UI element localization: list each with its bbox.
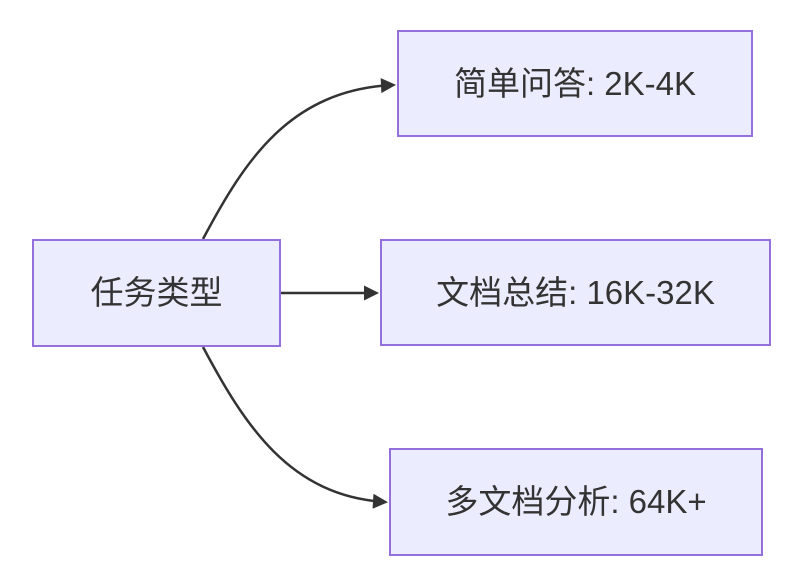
node-doc-summary-label: 文档总结: 16K-32K bbox=[436, 273, 715, 311]
node-simple-qa-label: 简单问答: 2K-4K bbox=[453, 64, 697, 102]
node-task-type-label: 任务类型 bbox=[90, 274, 223, 312]
node-multi-doc-analysis: 多文档分析: 64K+ bbox=[389, 448, 763, 556]
node-task-type: 任务类型 bbox=[32, 239, 281, 347]
node-simple-qa: 简单问答: 2K-4K bbox=[397, 30, 753, 137]
edge-task-type-to-simple-qa bbox=[201, 78, 396, 240]
node-doc-summary: 文档总结: 16K-32K bbox=[380, 239, 771, 346]
edge-task-type-to-multi-doc-analysis bbox=[201, 346, 388, 509]
node-multi-doc-analysis-label: 多文档分析: 64K+ bbox=[445, 483, 707, 521]
